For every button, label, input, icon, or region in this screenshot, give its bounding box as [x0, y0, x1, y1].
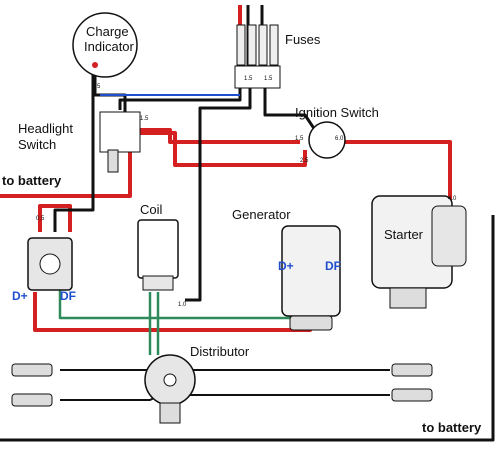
headlight-switch: Headlight Switch [18, 111, 141, 173]
gauge-ignition: 1.5 [295, 136, 304, 142]
fuse-block-bottom [234, 65, 281, 89]
charge-indicator-terminal [92, 62, 98, 68]
to-battery-top-label: to battery [2, 173, 62, 188]
spark-plug-left-top [11, 363, 53, 377]
spark-plug-leads [60, 369, 390, 401]
gauge-coil: 1.0 [178, 302, 187, 308]
generator-df-label: DF [325, 259, 341, 273]
wire-regulator-df-to-generator [58, 272, 292, 320]
distributor: Distributor [144, 344, 250, 424]
fuse-4 [269, 24, 279, 66]
wire-fuses-to-coil [185, 88, 252, 302]
charge-indicator: Charge Indicator [72, 12, 138, 78]
spark-plug-left-bottom [11, 393, 53, 407]
gauge-starter: 4.0 [448, 196, 457, 202]
headlight-switch-label-1: Headlight [18, 121, 73, 136]
generator: Generator D+ DF [232, 207, 341, 331]
charge-indicator-label-2: Indicator [84, 39, 135, 54]
generator-pulley [289, 315, 333, 331]
gauge-fuse-a: 1.5 [244, 76, 253, 82]
regulator-df-label: DF [60, 289, 76, 303]
regulator-dplus-label: D+ [12, 289, 28, 303]
regulator-dial [39, 253, 61, 275]
ignition-switch: Ignition Switch [295, 105, 379, 159]
headlight-switch-label-2: Switch [18, 137, 56, 152]
wire-headlight-red [140, 131, 307, 167]
gauge-fuse-b: 1.5 [264, 76, 273, 82]
wire-ignition-to-starter [345, 140, 452, 206]
coil-body [137, 219, 179, 279]
fuse-2 [247, 24, 257, 66]
wire-headlight-to-ignition [140, 128, 300, 144]
distributor-center [163, 373, 177, 387]
distributor-label: Distributor [190, 344, 250, 359]
charge-indicator-lamp [72, 12, 138, 78]
fuses-label: Fuses [285, 32, 321, 47]
coil-label: Coil [140, 202, 163, 217]
gauge-charge: 0.5 [92, 84, 101, 90]
voltage-regulator: D+ DF [12, 237, 76, 303]
ignition-coil: Coil [137, 202, 179, 291]
fuse-box: Fuses [234, 24, 321, 89]
starter-nose [389, 287, 427, 309]
spark-plug-right-top [391, 363, 433, 377]
wire-charge-down [53, 70, 95, 232]
ignition-switch-body [308, 121, 346, 159]
gauge-regulator: 0.5 [36, 216, 45, 222]
to-battery-bottom-label: to battery [422, 420, 482, 435]
starter-motor: Starter [371, 195, 467, 309]
starter-solenoid [431, 205, 467, 267]
wire-fuses-to-ignition [263, 88, 317, 131]
spark-plugs [11, 363, 433, 407]
ignition-switch-label: Ignition Switch [295, 105, 379, 120]
fuse-1 [236, 24, 246, 66]
gauge-ignition-25: 2.5 [300, 158, 309, 164]
coil-cap [142, 275, 174, 291]
gauge-ignition-red: 6.0 [335, 136, 344, 142]
wire-bottom-battery [0, 215, 495, 442]
headlight-switch-body [99, 111, 141, 153]
generator-dplus-label: D+ [278, 259, 294, 273]
spark-plug-right-bottom [391, 388, 433, 402]
headlight-switch-knob [107, 149, 119, 173]
distributor-shaft [159, 402, 181, 424]
wire-regulator-b-plus [38, 204, 72, 232]
starter-label: Starter [384, 227, 424, 242]
generator-label: Generator [232, 207, 291, 222]
charge-indicator-label-1: Charge [86, 24, 129, 39]
gauge-headlight: 1.5 [140, 116, 149, 122]
wire-gauge-labels: 0.5 1.5 1.5 1.5 1.5 6.0 2.5 4.0 0.5 1.0 [36, 76, 457, 308]
green-wires [58, 272, 292, 355]
fuse-3 [258, 24, 268, 66]
